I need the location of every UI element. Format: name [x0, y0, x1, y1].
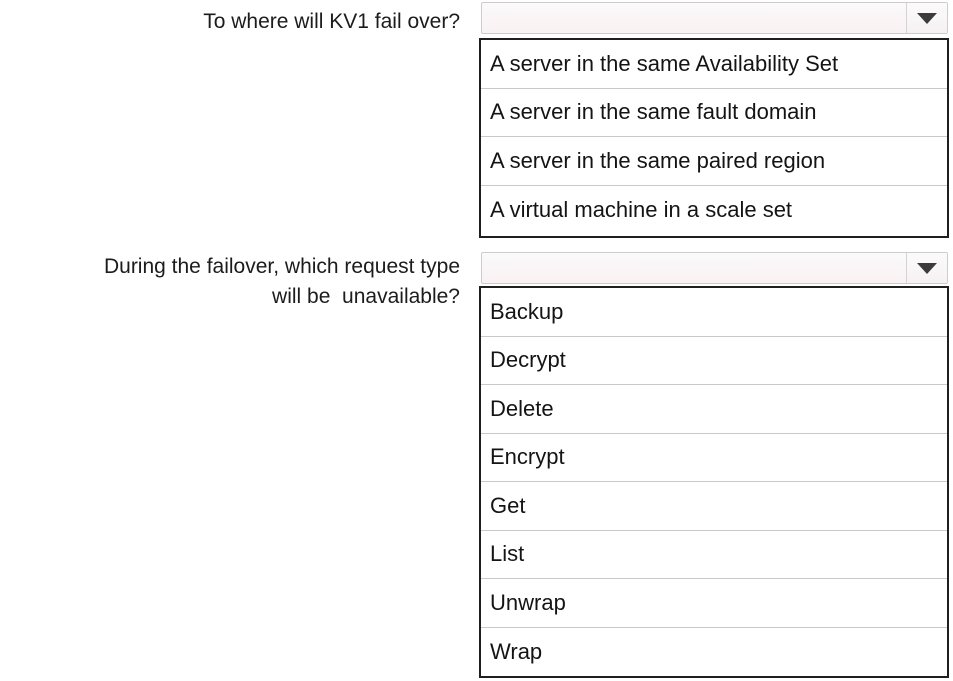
- list-item[interactable]: A virtual machine in a scale set: [481, 185, 947, 234]
- dropdown-1-option-list[interactable]: A server in the same Availability Set A …: [479, 38, 949, 238]
- question-label-2: During the failover, which request type …: [103, 255, 460, 308]
- list-item[interactable]: A server in the same Availability Set: [481, 40, 947, 89]
- dropdown-1-selected-value: [482, 3, 906, 33]
- list-item[interactable]: Backup: [481, 288, 947, 337]
- chevron-down-icon: [917, 262, 937, 274]
- dropdown-2-toggle-button[interactable]: [906, 253, 947, 283]
- dropdown-2-selected-value: [482, 253, 906, 283]
- list-item[interactable]: A server in the same paired region: [481, 137, 947, 186]
- dropdown-1[interactable]: [481, 2, 948, 34]
- list-item[interactable]: List: [481, 530, 947, 579]
- list-item[interactable]: Wrap: [481, 627, 947, 676]
- list-item[interactable]: Decrypt: [481, 336, 947, 385]
- question-label-1: To where will KV1 fail over?: [203, 10, 460, 33]
- dropdown-2[interactable]: [481, 252, 948, 284]
- list-item[interactable]: Delete: [481, 385, 947, 434]
- list-item[interactable]: Get: [481, 482, 947, 531]
- dropdown-2-option-list[interactable]: Backup Decrypt Delete Encrypt Get List U…: [479, 286, 949, 678]
- chevron-down-icon: [917, 12, 937, 24]
- list-item[interactable]: Encrypt: [481, 433, 947, 482]
- list-item[interactable]: A server in the same fault domain: [481, 88, 947, 137]
- list-item[interactable]: Unwrap: [481, 579, 947, 628]
- dropdown-1-toggle-button[interactable]: [906, 3, 947, 33]
